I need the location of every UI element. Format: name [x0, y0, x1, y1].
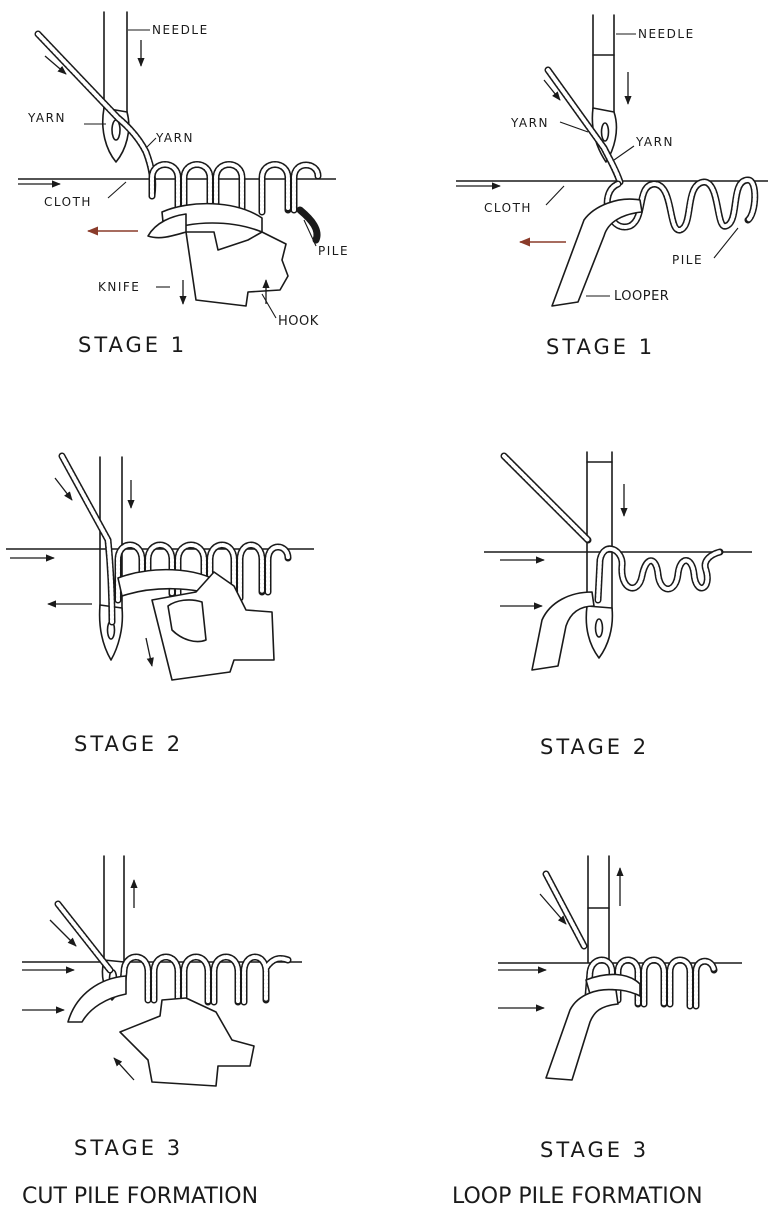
cut-pile-caption: CUT PILE FORMATION: [22, 1184, 258, 1209]
pile-loops: [118, 953, 292, 1006]
yarn: [500, 452, 592, 544]
loop-stage-3-title: STAGE 3: [540, 1138, 649, 1162]
loop-pile-caption: LOOP PILE FORMATION: [452, 1184, 703, 1209]
loop-stage-3-panel: STAGE 3: [498, 855, 742, 1162]
yarn: [58, 452, 116, 626]
pile-loops: [584, 956, 718, 1010]
cloth-label: CLOTH: [44, 195, 92, 209]
cut-stage-1-title: STAGE 1: [78, 333, 187, 357]
yarn-feed-arrow: [49, 919, 77, 947]
hook: [151, 571, 275, 681]
loop-stage-1-panel: NEEDLE YARN YARN CLOTH PILE LOOPER STAGE…: [456, 14, 768, 359]
cloth-leader: [545, 185, 565, 206]
yarn-left-label: YARN: [510, 116, 549, 130]
cut-stage-1-panel: NEEDLE YARN YARN CLOTH PILE KNIFE HOOK S…: [18, 11, 349, 357]
cut-stage-2-title: STAGE 2: [74, 732, 183, 756]
knife-down-arrow: [145, 637, 154, 667]
cut-stage-3-panel: STAGE 3: [22, 855, 302, 1160]
pile-leader: [303, 219, 317, 247]
knife: [147, 213, 187, 239]
needle: [591, 14, 618, 163]
cloth-label: CLOTH: [484, 201, 532, 215]
yarn-feed-arrow: [44, 55, 67, 75]
loop-stage-2-title: STAGE 2: [540, 735, 649, 759]
yarn-right-leader: [145, 137, 157, 149]
yarn-right-leader: [613, 145, 635, 161]
pile-loops: [114, 541, 292, 604]
pile-loops: [594, 545, 724, 604]
pile-label: PILE: [318, 244, 349, 258]
yarn-feed-arrow: [543, 79, 561, 101]
hook-up-arrow: [113, 1057, 135, 1081]
yarn-right-label: YARN: [635, 135, 674, 149]
needle-label: NEEDLE: [638, 27, 695, 41]
knife-label: KNIFE: [98, 280, 140, 294]
pile-leader: [713, 227, 739, 259]
cloth-leader: [107, 181, 127, 199]
needle-label: NEEDLE: [152, 23, 209, 37]
yarn: [544, 66, 624, 186]
knife: [167, 599, 207, 643]
looper: [545, 988, 619, 1081]
yarn-right-label: YARN: [155, 131, 194, 145]
looper: [531, 591, 595, 671]
knife: [67, 975, 127, 1023]
looper-label: LOOPER: [614, 289, 669, 304]
pile-loops: [148, 161, 322, 244]
loop-stage-2-panel: STAGE 2: [484, 451, 752, 759]
yarn-feed-arrow: [539, 893, 567, 925]
yarn: [54, 900, 114, 974]
cut-stage-3-title: STAGE 3: [74, 1136, 183, 1160]
hook: [119, 997, 255, 1087]
looper: [551, 198, 643, 307]
hook-label: HOOK: [278, 314, 319, 329]
yarn-left-leader: [559, 121, 589, 133]
needle: [587, 855, 610, 963]
pile-label: PILE: [672, 253, 703, 267]
hook-leader: [261, 293, 277, 319]
yarn-left-label: YARN: [27, 111, 66, 125]
pile-loops: [603, 176, 759, 234]
loop-stage-1-title: STAGE 1: [546, 335, 655, 359]
needle: [101, 11, 130, 163]
cut-stage-2-panel: STAGE 2: [6, 452, 314, 756]
needle: [585, 451, 614, 659]
yarn: [542, 870, 588, 950]
hook: [185, 231, 289, 307]
yarn-feed-arrow: [54, 477, 73, 501]
